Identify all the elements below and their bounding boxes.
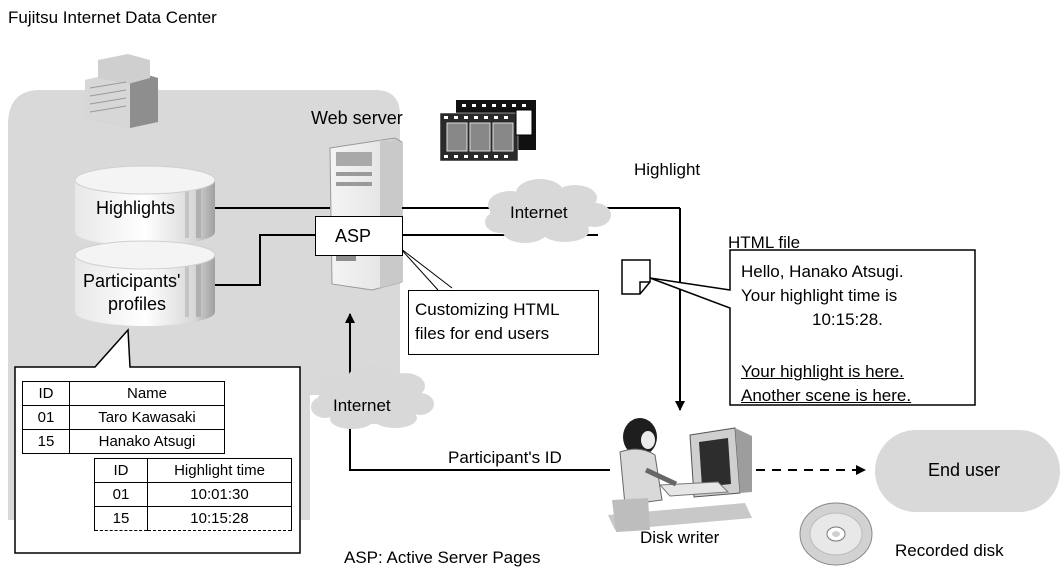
- person-at-computer-icon: [608, 418, 752, 532]
- end-user-label: End user: [928, 460, 1001, 480]
- internet-cloud-top: [485, 179, 611, 243]
- profiles-db-label-line2: profiles: [108, 294, 167, 314]
- table-row: 01 10:01:30: [94, 482, 292, 507]
- asp-box: ASP: [315, 216, 403, 256]
- asp-label: ASP: [335, 226, 372, 246]
- table-row: 01 Taro Kawasaki: [22, 405, 225, 430]
- table-cell: 10:15:28: [147, 506, 292, 531]
- table-header-row: ID Highlight time: [94, 458, 292, 483]
- customizing-note-line1: Customizing HTML: [415, 300, 560, 319]
- highlight-time-table: ID Highlight time 01 10:01:30 15 10:15:2…: [94, 458, 292, 531]
- recorded-disk-label: Recorded disk: [895, 541, 1004, 560]
- table-cell: 01: [94, 482, 148, 507]
- disk-writer-to-server-arrow: [345, 313, 610, 471]
- table-row: 15 10:15:28: [94, 506, 292, 531]
- diagram-title: Fujitsu Internet Data Center: [8, 8, 217, 27]
- footnote: ASP: Active Server Pages: [344, 548, 541, 567]
- table-cell: 10:01:30: [147, 482, 292, 507]
- participants-name-table: ID Name 01 Taro Kawasaki 15 Hanako Atsug…: [22, 381, 225, 454]
- film-strip-icon: [439, 100, 536, 162]
- internet-cloud-bottom: [311, 364, 434, 429]
- message-link-highlight[interactable]: Your highlight is here.: [741, 362, 904, 381]
- message-callout: [649, 249, 976, 406]
- profiles-database: [74, 240, 216, 326]
- participant-id-label: Participant's ID: [448, 448, 562, 467]
- customizing-note: Customizing HTML files for end users: [408, 290, 599, 355]
- highlight-label: Highlight: [634, 160, 701, 179]
- table-header-cell: ID: [22, 381, 70, 406]
- table-header-cell: ID: [94, 458, 148, 483]
- table-header-row: ID Name: [22, 381, 225, 406]
- building-icon: [85, 54, 158, 128]
- message-line1: Hello, Hanako Atsugi.: [741, 262, 904, 281]
- message-line2: Your highlight time is: [741, 286, 898, 305]
- web-server-label: Web server: [311, 108, 403, 128]
- internet-top-label: Internet: [510, 203, 568, 222]
- profiles-db-label-line1: Participants': [83, 271, 181, 291]
- table-cell: 15: [22, 429, 70, 454]
- end-user-node: [875, 430, 1060, 512]
- cd-disk-icon: [799, 502, 873, 566]
- asp-note-pointer: [399, 247, 439, 291]
- table-header-cell: Name: [69, 381, 225, 406]
- html-file-label: HTML file: [728, 233, 801, 252]
- table-cell: Hanako Atsugi: [69, 429, 225, 454]
- message-link-another-scene[interactable]: Another scene is here.: [741, 386, 912, 405]
- highlights-db-label: Highlights: [96, 198, 176, 218]
- table-cell: 15: [94, 506, 148, 531]
- internet-bottom-label: Internet: [333, 396, 391, 415]
- message-time: 10:15:28.: [812, 310, 883, 329]
- server-icon: [329, 137, 403, 291]
- highlights-database: [74, 165, 216, 246]
- disk-writer-label: Disk writer: [640, 528, 720, 547]
- table-cell: Taro Kawasaki: [69, 405, 225, 430]
- document-icon: [621, 259, 651, 295]
- table-header-cell: Highlight time: [147, 458, 292, 483]
- asp-note-pointer2: [399, 247, 453, 289]
- profiles-to-asp-line: [215, 234, 315, 286]
- table-cell: 01: [22, 405, 70, 430]
- table-row: 15 Hanako Atsugi: [22, 429, 225, 454]
- customizing-note-line2: files for end users: [415, 324, 550, 343]
